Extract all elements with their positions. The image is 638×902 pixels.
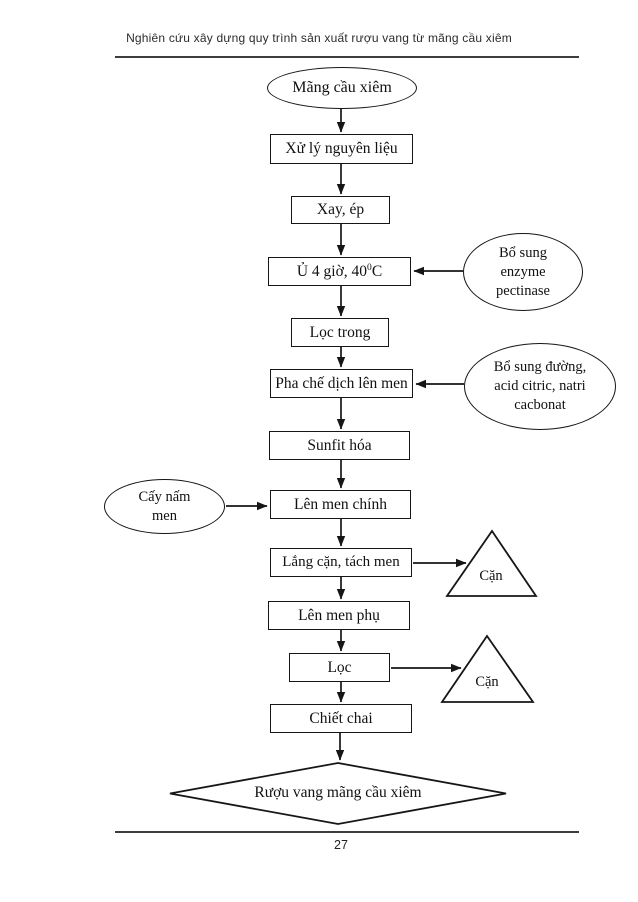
- node-step-loc-trong: Lọc trong: [291, 318, 389, 347]
- input-line: enzyme: [500, 263, 546, 280]
- step-label: Lọc trong: [309, 323, 371, 341]
- end-label-text: Rượu vang mãng cầu xiêm: [254, 784, 422, 801]
- step-label: Ủ 4 giờ, 400C: [296, 261, 383, 281]
- header-rule: [115, 56, 579, 58]
- node-input-cay-nam-men: Cấy nấm men: [104, 479, 225, 534]
- step-label-superscript: 0: [367, 261, 372, 273]
- waste-label-text: Cặn: [479, 567, 503, 584]
- node-step-u-4-gio: Ủ 4 giờ, 400C: [268, 257, 411, 286]
- step-label: Chiết chai: [309, 709, 373, 727]
- waste-label-1: Cặn: [461, 566, 521, 586]
- node-step-pha-che-dich-len-men: Pha chế dịch lên men: [270, 369, 413, 398]
- page-number: 27: [334, 838, 348, 852]
- header-title: Nghiên cứu xây dựng quy trình sản xuất r…: [126, 31, 512, 45]
- node-start: Mãng cầu xiêm: [267, 67, 417, 109]
- waste-label-text: Cặn: [475, 673, 499, 690]
- node-step-lang-can-tach-men: Lắng cặn, tách men: [270, 548, 412, 577]
- input-line: Cấy nấm: [138, 488, 191, 505]
- step-label: Lắng cặn, tách men: [282, 553, 400, 570]
- waste-triangle-1: [445, 529, 538, 597]
- step-label-main: Ủ 4 giờ, 40: [296, 262, 368, 280]
- node-step-len-men-chinh: Lên men chính: [270, 490, 411, 519]
- step-label: Lên men chính: [294, 495, 387, 513]
- input-line: cacbonat: [514, 397, 566, 413]
- step-label: Lọc: [327, 658, 352, 676]
- node-step-loc: Lọc: [289, 653, 390, 682]
- input-line: acid citric, natri: [494, 378, 586, 394]
- footer-rule: [115, 831, 579, 833]
- end-diamond: [169, 762, 507, 825]
- input-line: Bổ sung đường,: [493, 359, 587, 375]
- node-start-label: Mãng cầu xiêm: [292, 78, 392, 96]
- node-step-len-men-phu: Lên men phụ: [268, 601, 410, 630]
- waste-label-2: Cặn: [457, 672, 517, 692]
- waste-triangle-2: [440, 634, 535, 703]
- input-line: men: [152, 507, 177, 524]
- step-label: Xay, ép: [316, 201, 365, 219]
- node-end-label: Rượu vang mãng cầu xiêm: [218, 782, 458, 804]
- step-label: Lên men phụ: [298, 606, 380, 624]
- input-line: Bổ sung: [499, 244, 547, 261]
- node-input-duong-acid-citric: Bổ sung đường, acid citric, natri cacbon…: [464, 343, 616, 430]
- input-line: pectinase: [496, 282, 550, 299]
- node-step-xu-ly-nguyen-lieu: Xử lý nguyên liệu: [270, 134, 413, 164]
- step-label: Pha chế dịch lên men: [275, 374, 408, 392]
- node-input-enzyme-pectinase: Bổ sung enzyme pectinase: [463, 233, 583, 311]
- node-step-xay-ep: Xay, ép: [291, 196, 390, 224]
- step-label: Sunfit hóa: [307, 436, 372, 454]
- node-step-sunfit-hoa: Sunfit hóa: [269, 431, 410, 460]
- step-label: Xử lý nguyên liệu: [285, 140, 398, 158]
- node-step-chiet-chai: Chiết chai: [270, 704, 412, 733]
- step-label-suffix: C: [371, 262, 383, 280]
